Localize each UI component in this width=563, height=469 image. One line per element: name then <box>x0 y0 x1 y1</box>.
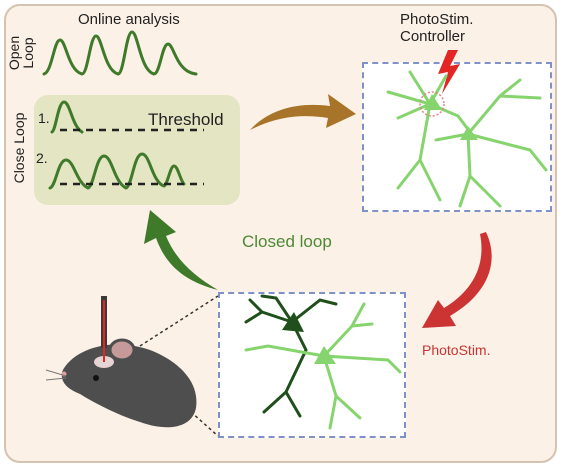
stimulated-neurons <box>386 70 548 208</box>
threshold-panel <box>34 95 240 205</box>
projection-line-top <box>139 295 219 347</box>
arrow-to-controller <box>250 94 356 130</box>
threshold-label: Threshold <box>148 110 224 129</box>
recorded-neurons-panel <box>218 292 406 438</box>
threshold-trace-1 <box>50 100 84 134</box>
recorded-neurons <box>244 294 402 430</box>
mouse-body <box>61 344 197 428</box>
mouse-eye <box>93 375 99 381</box>
stimulated-cell-body <box>424 94 442 110</box>
closed-loop-label: Closed loop <box>242 232 332 251</box>
arrow-photostim <box>422 232 492 328</box>
dark-cell-body <box>282 312 304 332</box>
open-loop-trace <box>42 30 198 76</box>
photostim-label: PhotoStim. <box>422 342 491 358</box>
mouse-illustration <box>45 296 197 428</box>
online-analysis-label: Online analysis <box>78 11 180 28</box>
light-cell-body <box>314 346 336 364</box>
arrow-to-analysis <box>144 210 218 290</box>
lightning-icon <box>438 50 460 94</box>
stimulated-cell-ring <box>419 91 445 117</box>
partner-cell-body <box>460 126 478 140</box>
mouse-ear <box>108 338 136 362</box>
photostim-controller-label: PhotoStim. Controller <box>400 11 474 45</box>
step-1-label: 1. <box>38 110 50 126</box>
step-2-label: 2. <box>36 150 48 166</box>
threshold-trace-2 <box>48 152 186 190</box>
